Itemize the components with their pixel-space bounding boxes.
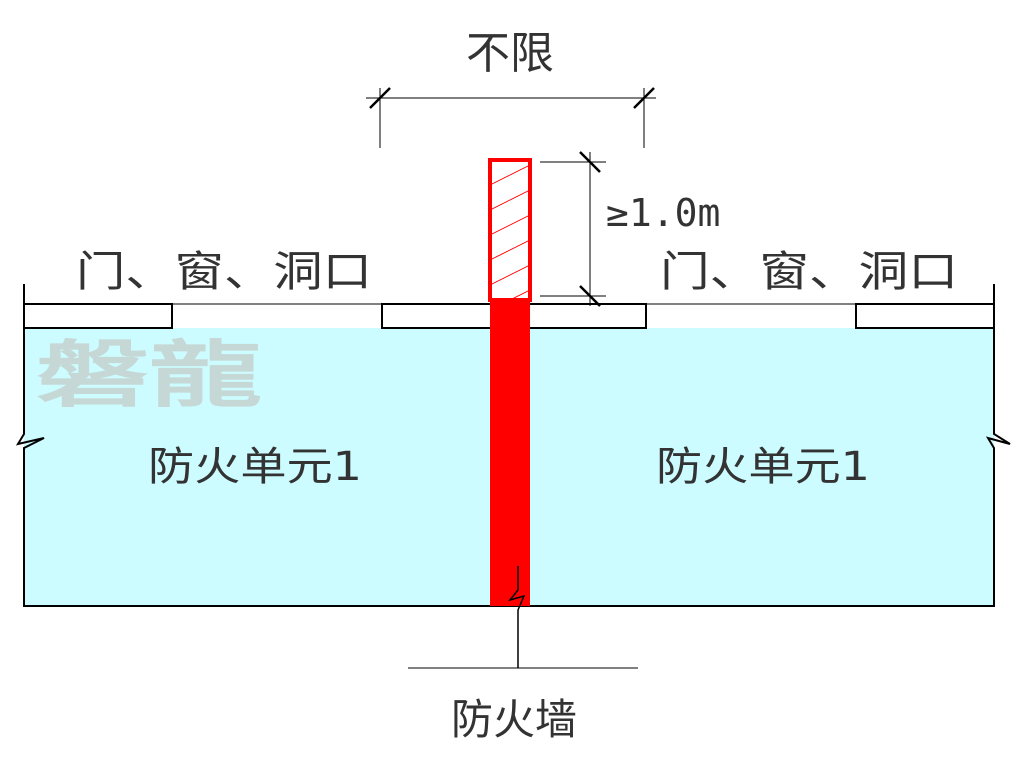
height-dim-label: ≥1.0m	[606, 191, 720, 235]
fire-wall-parapet	[488, 158, 532, 302]
watermark-logo: 磐龍	[36, 332, 262, 417]
openings-label-right: 门、窗、洞口	[660, 247, 958, 296]
fire-wall-break-mark	[507, 566, 526, 668]
fire-wall-solid	[490, 300, 530, 606]
slab-strip-4	[855, 303, 995, 329]
parapet-hatching	[492, 165, 528, 300]
top-dimension	[366, 87, 656, 148]
openings-label-left: 门、窗、洞口	[76, 247, 372, 296]
fire-unit-label-right: 防火单元1	[656, 444, 870, 490]
top-width-label: 不限	[466, 28, 554, 79]
fire-unit-label-left: 防火单元1	[148, 444, 362, 490]
slab-strip-1	[23, 303, 173, 329]
slab-strip-3	[527, 303, 647, 329]
fire-wall-label: 防火墙	[451, 695, 577, 744]
slab-strip-2	[381, 303, 493, 329]
height-dimension	[540, 151, 606, 307]
